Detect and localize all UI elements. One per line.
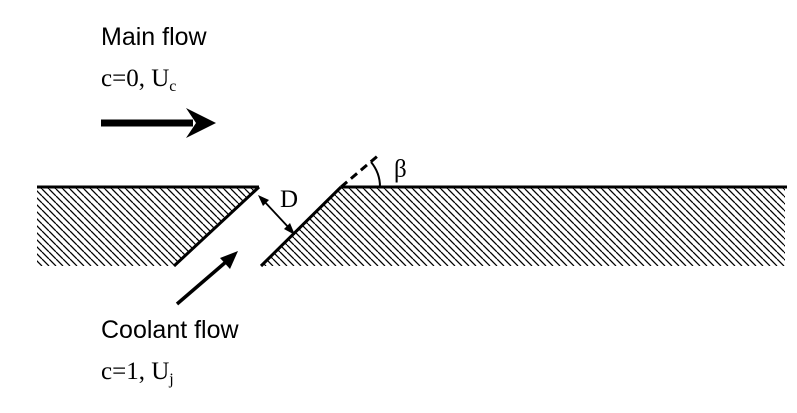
coolant-flow-title: Coolant flow	[101, 316, 240, 344]
injection-angle-arc	[370, 161, 382, 188]
injection-angle-label: β	[394, 156, 407, 183]
hole-upstream-wall	[172, 185, 261, 268]
hole-axis-extension	[340, 152, 381, 189]
main-flow-title: Main flow	[101, 23, 208, 51]
coolant-flow-concentration: c=1, Uj	[101, 358, 174, 388]
hole-diameter-label: D	[280, 186, 298, 213]
main-flow-concentration: c=0, Uc	[101, 65, 176, 95]
left-wall-hatching	[37, 188, 259, 266]
right-wall-hatching	[261, 188, 785, 266]
main-flow-arrow	[101, 108, 216, 138]
hole-diameter-arrow	[258, 195, 295, 235]
hole-downstream-wall	[259, 185, 343, 268]
coolant-flow-arrow	[175, 251, 238, 306]
